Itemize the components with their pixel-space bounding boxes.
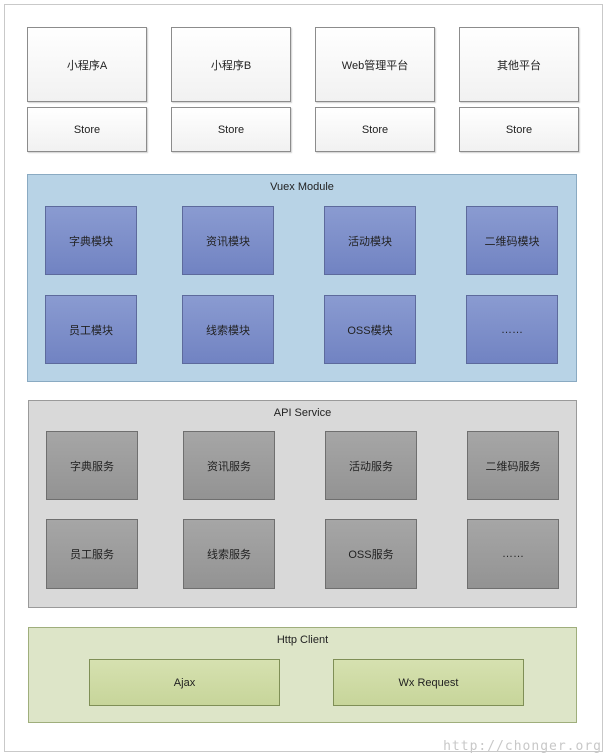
service-news: 资讯服务	[183, 431, 275, 500]
service-employee: 员工服务	[46, 519, 138, 589]
store-label: Store	[217, 123, 245, 136]
vuex-module-title: Vuex Module	[270, 181, 334, 193]
module-news: 资讯模块	[182, 206, 274, 275]
module-label: 线索模块	[206, 324, 250, 337]
watermark-text: http://chonger.org	[443, 739, 602, 754]
service-lead: 线索服务	[183, 519, 275, 589]
platform-label: Web管理平台	[341, 59, 409, 72]
client-label: Wx Request	[398, 676, 459, 689]
module-lead: 线索模块	[182, 295, 274, 364]
platform-label: 其他平台	[497, 59, 541, 72]
client-label: Ajax	[173, 676, 196, 689]
api-service-title: API Service	[273, 407, 332, 419]
module-oss: OSS模块	[324, 295, 416, 364]
service-label: 字典服务	[70, 460, 114, 473]
service-more: ……	[467, 519, 559, 589]
http-client-title: Http Client	[276, 634, 329, 646]
platform-label: 小程序B	[210, 59, 252, 72]
service-oss: OSS服务	[325, 519, 417, 589]
module-more: ……	[466, 295, 558, 364]
module-label: 活动模块	[348, 235, 392, 248]
module-dictionary: 字典模块	[45, 206, 137, 275]
service-label: 二维码服务	[485, 460, 541, 473]
module-label: 字典模块	[69, 235, 113, 248]
module-label: 资讯模块	[206, 235, 250, 248]
module-qrcode: 二维码模块	[466, 206, 558, 275]
platform-box-other: 其他平台	[459, 27, 579, 102]
module-activity: 活动模块	[324, 206, 416, 275]
store-label: Store	[73, 123, 101, 136]
platform-box-web: Web管理平台	[315, 27, 435, 102]
service-label: OSS服务	[348, 549, 394, 561]
module-label: ……	[501, 323, 523, 336]
service-activity: 活动服务	[325, 431, 417, 500]
module-label: 二维码模块	[484, 235, 540, 248]
service-qrcode: 二维码服务	[467, 431, 559, 500]
service-dictionary: 字典服务	[46, 431, 138, 500]
module-employee: 员工模块	[45, 295, 137, 364]
client-wx-request: Wx Request	[333, 659, 524, 706]
service-label: 活动服务	[349, 460, 393, 473]
service-label: ……	[502, 548, 524, 560]
store-box-web: Store	[315, 107, 435, 152]
store-box-a: Store	[27, 107, 147, 152]
platform-label: 小程序A	[66, 59, 108, 72]
platform-box-a: 小程序A	[27, 27, 147, 102]
service-label: 线索服务	[207, 549, 251, 561]
store-label: Store	[505, 123, 533, 136]
client-ajax: Ajax	[89, 659, 280, 706]
platform-box-b: 小程序B	[171, 27, 291, 102]
store-box-b: Store	[171, 107, 291, 152]
store-label: Store	[361, 123, 389, 136]
store-box-other: Store	[459, 107, 579, 152]
service-label: 员工服务	[70, 549, 114, 561]
service-label: 资讯服务	[207, 460, 251, 473]
module-label: 员工模块	[69, 324, 113, 337]
module-label: OSS模块	[347, 324, 393, 337]
